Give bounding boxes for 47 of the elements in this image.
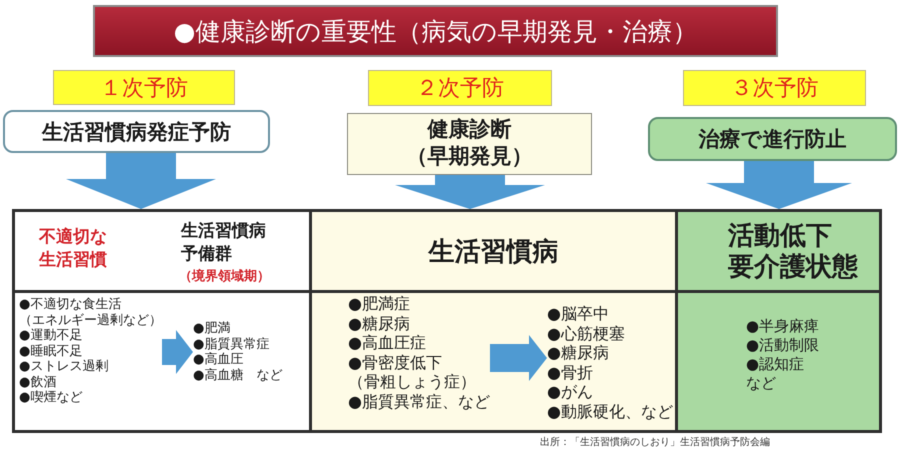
list-item: ●半身麻痺 <box>746 317 820 336</box>
block-arrow <box>706 161 852 209</box>
list-item: ●ストレス過剰 <box>19 359 110 374</box>
list-item: ●糖尿病 <box>348 314 411 333</box>
table-header-cell <box>12 209 312 293</box>
list-item: ●骨密度低下（骨粗しょう症） <box>348 352 477 392</box>
list-item: ●がん <box>547 382 594 402</box>
table-header-cell: 生活習慣病 <box>309 209 678 293</box>
block-arrow <box>162 330 193 374</box>
block-arrow <box>395 175 545 209</box>
list-item: ●高血圧 <box>193 352 244 368</box>
block-arrow <box>490 335 547 381</box>
list-item: ●動脈硬化、など <box>547 402 673 421</box>
list-item: ●認知症 <box>746 355 806 374</box>
list-item: ●骨折 <box>547 362 594 382</box>
goal-box: 健康診断（早期発見） <box>347 113 592 175</box>
table-header-cell: 活動低下要介護状態 <box>675 209 882 293</box>
goal-box: 治療で進行防止 <box>648 117 897 161</box>
list-item: ●高血圧症 <box>348 333 427 352</box>
cell-heading: 不適切な生活習慣 <box>39 226 107 272</box>
list-item: ●飲酒 <box>19 374 58 390</box>
list-item: ●肥満症 <box>348 294 411 314</box>
list-item: ●糖尿病 <box>547 343 610 362</box>
list-item: ●脂質異常症 <box>193 336 270 352</box>
goal-box: 生活習慣病発症予防 <box>3 110 270 153</box>
table-cell <box>675 290 882 433</box>
table-cell <box>12 290 312 433</box>
list-item: ●喫煙など <box>19 390 84 406</box>
stage-label: ３次予防 <box>683 70 866 106</box>
list-item: ●肥満 <box>193 321 232 336</box>
list-item: ●脂質異常症、など <box>348 392 490 411</box>
list-item: ●運動不足 <box>19 328 84 344</box>
stage-label: ２次予防 <box>368 70 552 106</box>
block-arrow <box>66 153 216 209</box>
table-cell <box>309 290 678 433</box>
list-item: ●高血糖 など <box>193 368 282 383</box>
list-item: ●心筋梗塞 <box>547 324 626 343</box>
stage-label: １次予防 <box>53 70 235 105</box>
source-note: 出所：「生活習慣病のしおり」生活習慣病予防会編 <box>540 436 770 449</box>
list-item: ●不適切な食生活（エネルギー過剰など） <box>19 297 162 328</box>
cell-heading: 生活習慣病予備群 <box>181 220 266 266</box>
list-item: など <box>746 374 777 393</box>
list-item: ●活動制限 <box>746 336 820 355</box>
cell-note: （境界領域期） <box>179 268 270 285</box>
list-item: ●脳卒中 <box>547 304 610 324</box>
list-item: ●睡眠不足 <box>19 344 83 359</box>
title-banner: ●健康診断の重要性（病気の早期発見・治療） <box>93 5 778 57</box>
